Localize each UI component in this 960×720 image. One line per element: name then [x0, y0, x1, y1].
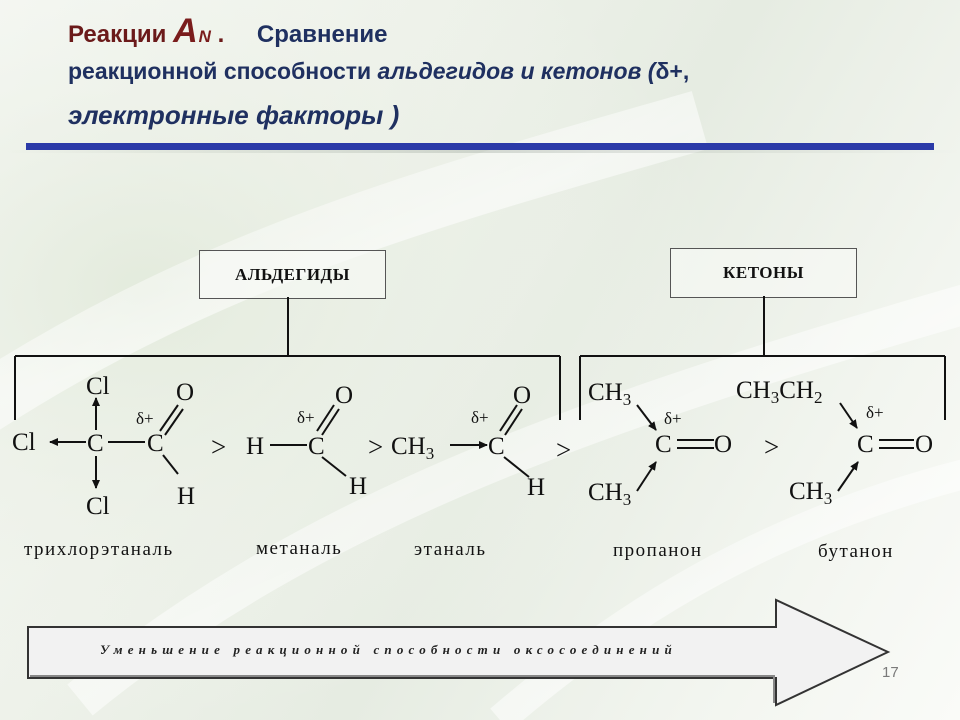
comparator-4: >: [764, 432, 780, 462]
butanone-c: C: [857, 431, 874, 458]
propanone-name: пропанон: [613, 540, 703, 561]
propanone-ch3-top: CH3: [588, 380, 631, 408]
butanone-ch3-bottom: CH3: [789, 479, 832, 507]
methanal-h-left: H: [246, 433, 265, 460]
title-an-letter: A: [173, 12, 198, 50]
propanone-ch-bottom: CH: [588, 479, 623, 506]
aldehydes-box: АЛЬДЕГИДЫ: [199, 250, 386, 299]
title-dot: .: [217, 21, 225, 48]
methanal-h: H: [349, 473, 368, 500]
propanone-o: O: [714, 431, 733, 458]
methanal-o: O: [335, 382, 354, 409]
comparator-1: >: [211, 432, 227, 462]
title-line-3: электронные факторы ): [68, 100, 400, 130]
title-line-2: реакционной способности альдегидов и кет…: [68, 58, 689, 85]
ethanal-o: O: [513, 382, 532, 409]
trichloroethanal-h: H: [177, 483, 196, 510]
butanone-o: O: [915, 431, 934, 458]
title-line2-italic: альдегидов и кетонов (: [377, 58, 656, 84]
title-underline-shadow: [0, 150, 960, 153]
trichloroethanal-cl-bottom: Cl: [86, 493, 110, 520]
propanone-ch3-bottom: CH3: [588, 480, 631, 508]
title-line-1: Реакции AN . Сравнение: [68, 12, 387, 51]
butanone-ch-bottom: CH: [789, 478, 824, 505]
ethanal-h: H: [527, 474, 546, 501]
butanone-ch-b: CH: [779, 377, 814, 404]
title-comparison: Сравнение: [256, 21, 388, 48]
ethanal-c: C: [488, 433, 505, 460]
methanal-delta: δ+: [297, 408, 315, 427]
title-line2-end: δ+,: [655, 58, 690, 84]
trichloroethanal-o: O: [176, 379, 195, 406]
propanone-ch-top: CH: [588, 379, 623, 406]
title-line2-plain: реакционной способности: [68, 58, 378, 84]
page-number: 17: [882, 664, 899, 681]
ketones-box: КЕТОНЫ: [670, 248, 857, 298]
propanone-sub-top: 3: [622, 390, 632, 409]
methanal-c: C: [308, 433, 325, 460]
butanone-name: бутанон: [818, 541, 894, 562]
title-underline: [26, 143, 934, 150]
propanone-delta: δ+: [664, 409, 682, 428]
trichloroethanal-cl-left: Cl: [12, 429, 36, 456]
ketones-label: КЕТОНЫ: [723, 263, 804, 282]
comparator-2: >: [368, 432, 384, 462]
ethanal-ch: CH: [391, 433, 426, 460]
slide-title: Реакции AN . Сравнение реакционной спосо…: [0, 0, 960, 160]
reactivity-arrow-label: Уменьшение реакционной способности оксос…: [100, 642, 677, 657]
ethanal-ch3: CH3: [391, 434, 434, 462]
propanone-sub-bottom: 3: [622, 490, 632, 509]
trichloroethanal-c2: C: [147, 430, 164, 457]
butanone-sub-a: 3: [770, 388, 780, 407]
aldehydes-label: АЛЬДЕГИДЫ: [235, 264, 350, 284]
title-an-subscript: N: [198, 27, 211, 46]
trichloroethanal-name: трихлорэтаналь: [24, 539, 174, 560]
butanone-sub-b: 2: [813, 388, 823, 407]
propanone-c: C: [655, 431, 672, 458]
comparator-3: >: [556, 435, 572, 465]
trichloroethanal-c1: C: [87, 430, 104, 457]
ethanal-delta: δ+: [471, 408, 489, 427]
butanone-ch3ch2: CH3CH2: [736, 378, 822, 406]
trichloroethanal-cl-top: Cl: [86, 373, 110, 400]
trichloroethanal-delta: δ+: [136, 409, 154, 428]
butanone-delta: δ+: [866, 403, 884, 422]
title-prefix: Реакции: [68, 21, 167, 48]
ethanal-name: этаналь: [414, 539, 487, 560]
methanal-name: метаналь: [256, 538, 343, 559]
ethanal-sub: 3: [425, 444, 435, 463]
butanone-sub-bottom: 3: [823, 489, 833, 508]
butanone-ch-a: CH: [736, 377, 771, 404]
